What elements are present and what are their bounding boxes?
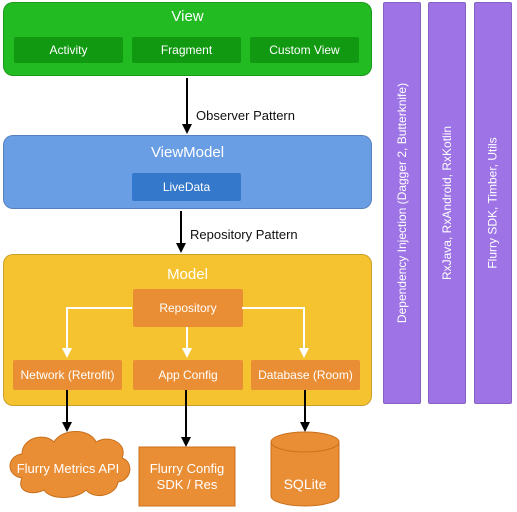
viewmodel-layer: ViewModel LiveData — [3, 135, 372, 209]
side-bar-flurry-utils: Flurry SDK, Timber, Utils — [474, 2, 512, 404]
livedata-box: LiveData — [132, 173, 241, 201]
viewmodel-layer-title: ViewModel — [150, 144, 225, 161]
side-bar-dependency-injection: Dependency Injection (Dagger 2, Butterkn… — [383, 2, 421, 404]
sqlite-label: SQLite — [283, 476, 327, 492]
flurry-metrics-label: Flurry Metrics API — [16, 461, 120, 476]
view-layer-title: View — [171, 8, 204, 25]
sqlite-cylinder — [270, 431, 340, 507]
repository-box: Repository — [133, 289, 243, 327]
flurry-config-label: Flurry Config SDK / Res — [149, 461, 225, 492]
activity-box: Activity — [14, 37, 123, 63]
arrow-repository-to-network — [62, 307, 132, 358]
custom-view-box: Custom View — [250, 37, 359, 63]
fragment-box: Fragment — [132, 37, 241, 63]
arrow-repository-to-database — [242, 307, 309, 358]
side-bar-rx: RxJava, RxAndroid, RxKotlin — [428, 2, 466, 404]
observer-pattern-label: Observer Pattern — [196, 108, 295, 123]
flurry-metrics-cloud — [9, 431, 131, 498]
model-layer-title: Model — [167, 266, 208, 283]
network-retrofit-box: Network (Retrofit) — [13, 360, 122, 390]
app-config-box: App Config — [133, 360, 243, 390]
flurry-config-box — [138, 446, 236, 507]
repository-pattern-label: Repository Pattern — [190, 227, 298, 242]
view-layer: View Activity Fragment Custom View — [3, 2, 372, 76]
database-room-box: Database (Room) — [251, 360, 360, 390]
